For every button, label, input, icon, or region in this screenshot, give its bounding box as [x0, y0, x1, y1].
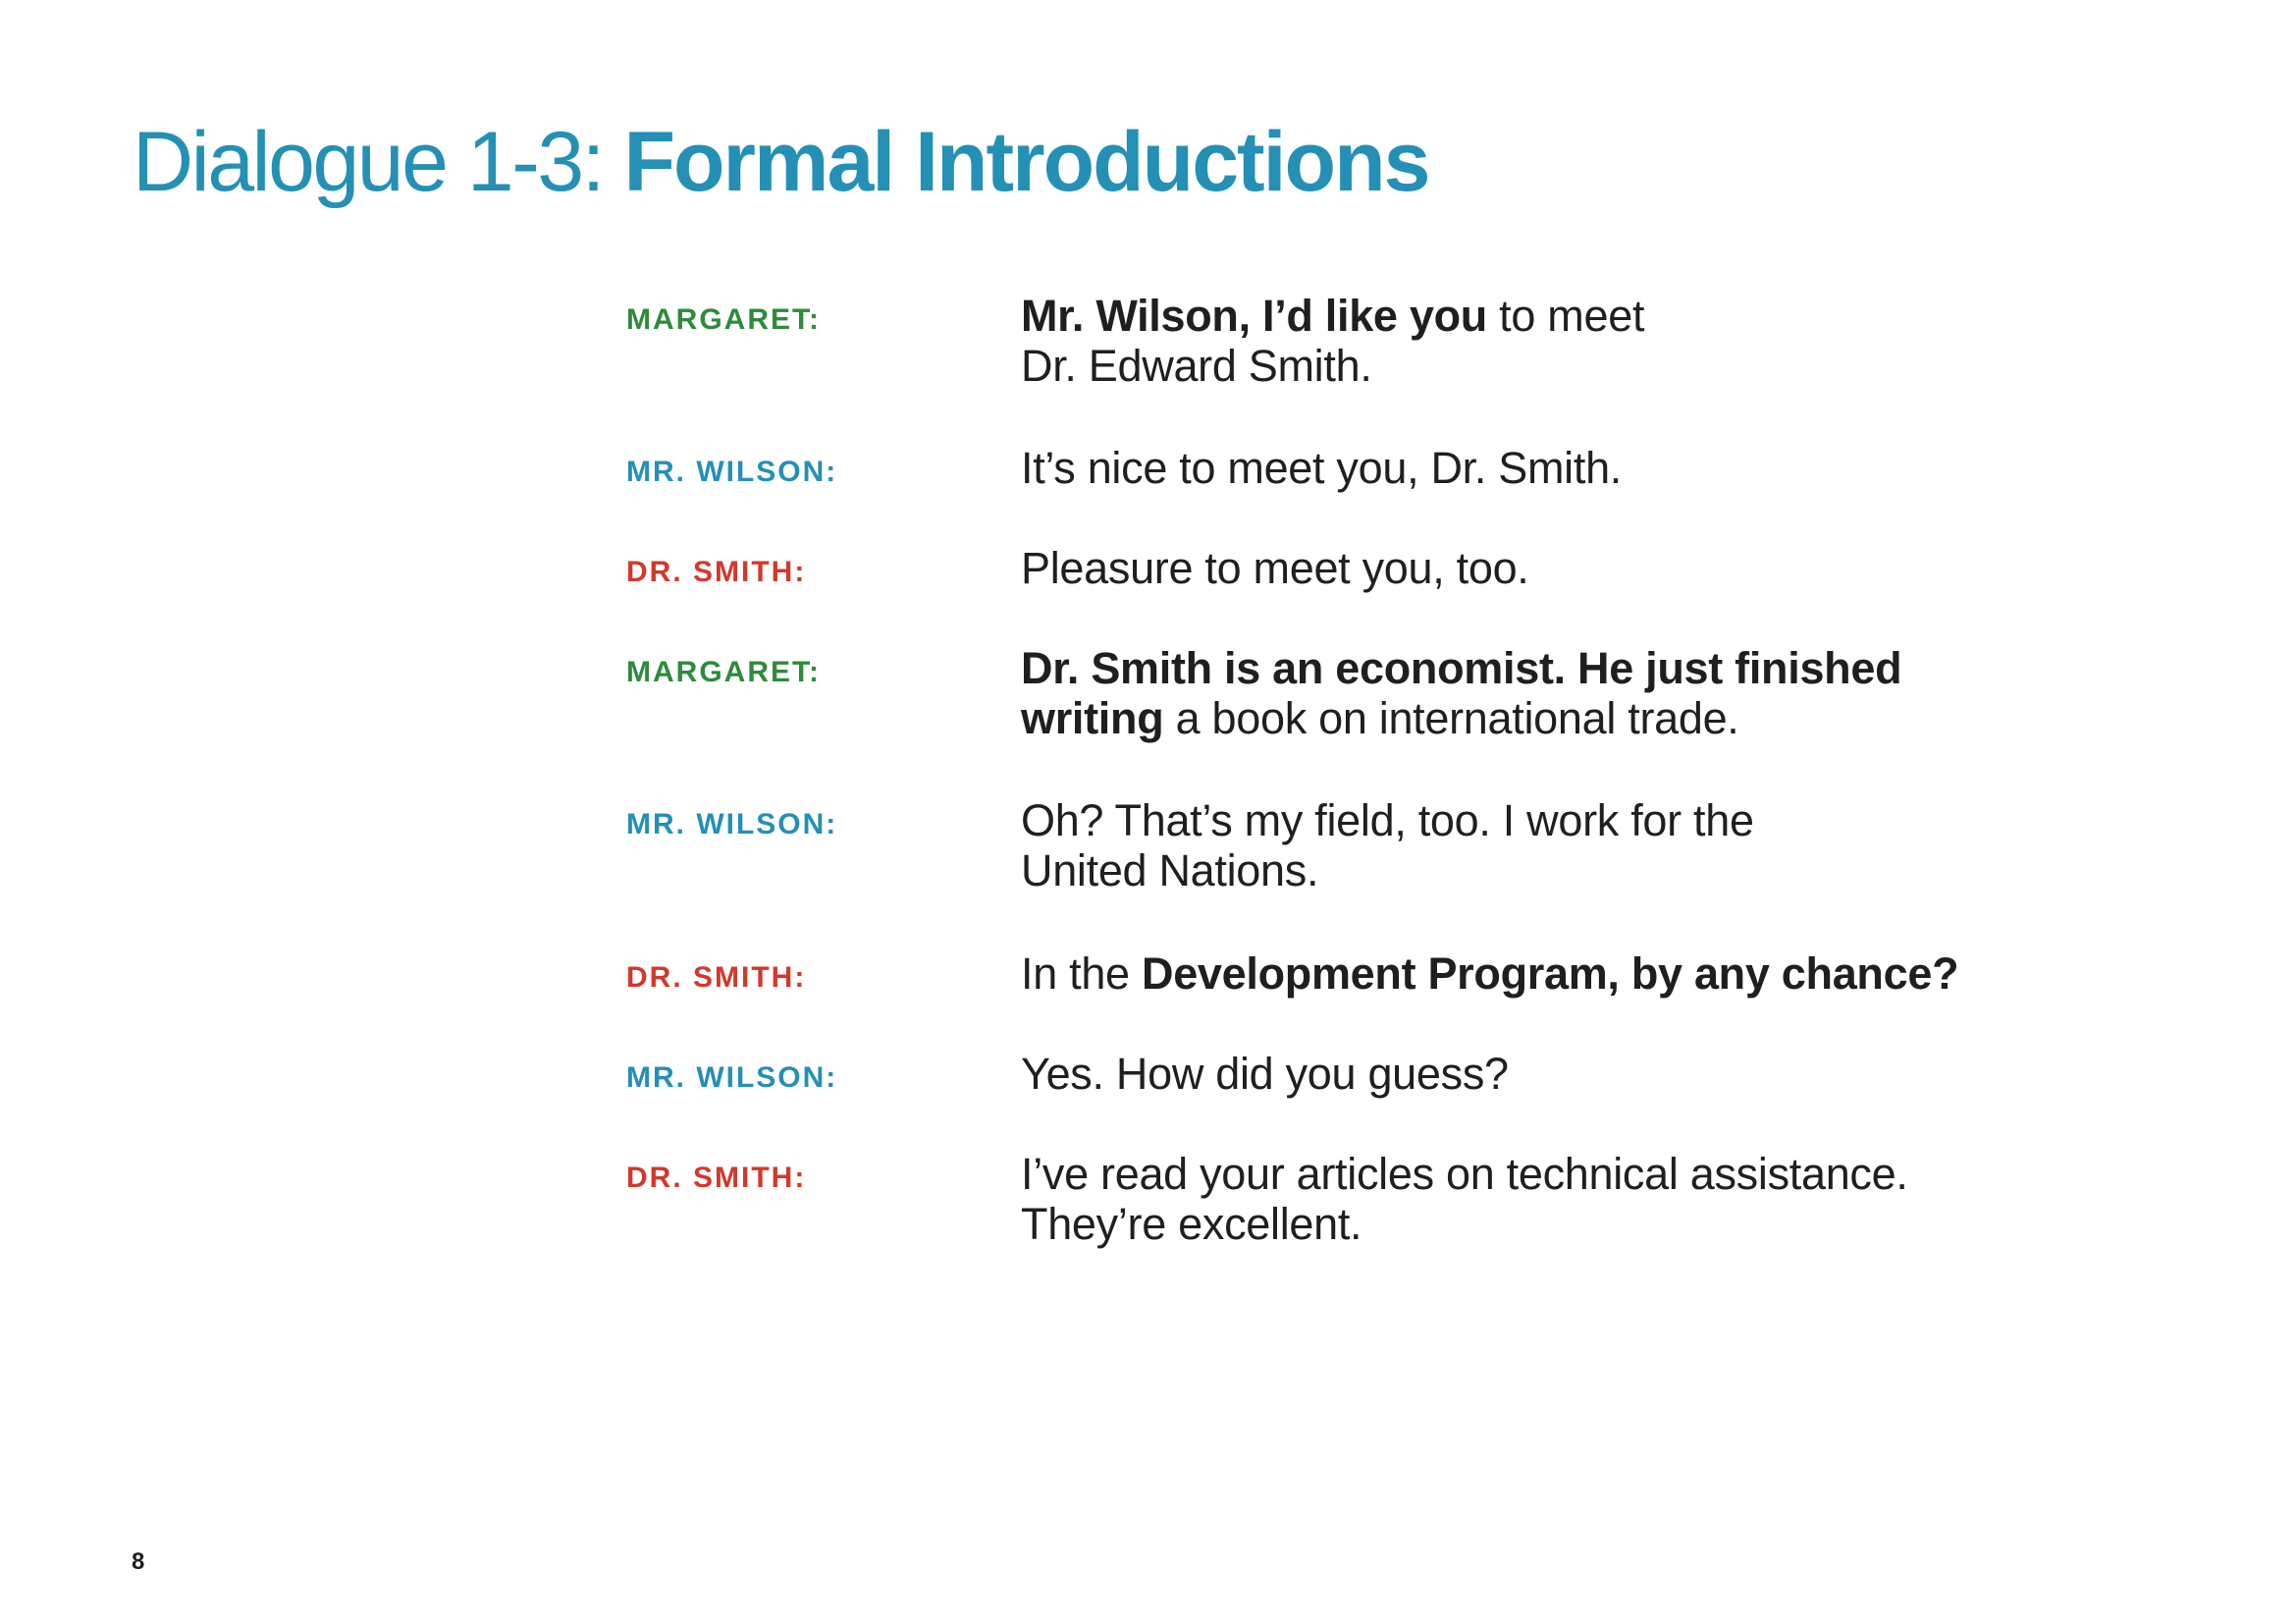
speech-emphasis: Mr. Wilson, I’d like you	[1021, 291, 1487, 341]
speech-text: In the Development Program, by any chanc…	[1021, 948, 2118, 999]
speech-segment: Dr. Edward Smith.	[1021, 341, 1372, 391]
page-title: Dialogue 1-3: Formal Introductions	[133, 115, 1430, 209]
speech-text: Oh? That’s my field, too. I work for the…	[1021, 795, 2118, 895]
title-bold: Formal Introductions	[623, 115, 1430, 209]
speech-segment: United Nations.	[1021, 845, 1319, 895]
speech-segment: Yes. How did you guess?	[1021, 1049, 1509, 1099]
speaker-label: MR. WILSON:	[626, 808, 838, 840]
page-number: 8	[132, 1548, 145, 1575]
speaker-label: DR. SMITH:	[626, 961, 807, 994]
speech-text: Pleasure to meet you, too.	[1021, 543, 2118, 593]
speech-emphasis: Development Program, by any chance?	[1142, 948, 1959, 999]
speaker-label: MARGARET:	[626, 656, 821, 688]
speech-text: It’s nice to meet you, Dr. Smith.	[1021, 443, 2118, 493]
speaker-label: MR. WILSON:	[626, 1061, 838, 1094]
speaker-label: MR. WILSON:	[626, 456, 838, 488]
speech-segment: Pleasure to meet you, too.	[1021, 543, 1529, 593]
speaker-label: DR. SMITH:	[626, 1162, 807, 1194]
speech-segment: to meet	[1486, 291, 1645, 341]
speech-segment: They’re excellent.	[1021, 1199, 1362, 1249]
speech-segment: Oh? That’s my field, too. I work for the	[1021, 795, 1754, 845]
speech-segment: It’s nice to meet you, Dr. Smith.	[1021, 443, 1623, 493]
title-prefix: Dialogue 1-3:	[133, 115, 624, 209]
speaker-label: MARGARET:	[626, 303, 821, 336]
speech-text: Yes. How did you guess?	[1021, 1049, 2118, 1099]
speech-text: Dr. Smith is an economist. He just finis…	[1021, 643, 2118, 743]
speech-emphasis: Dr. Smith is an economist. He just finis…	[1021, 643, 1902, 693]
speech-segment: In the	[1021, 948, 1142, 999]
speaker-label: DR. SMITH:	[626, 556, 807, 588]
speech-emphasis: writing	[1021, 693, 1164, 743]
speech-segment: I’ve read your articles on technical ass…	[1021, 1149, 1908, 1199]
speech-text: I’ve read your articles on technical ass…	[1021, 1149, 2118, 1249]
speech-segment: a book on international trade.	[1163, 693, 1739, 743]
